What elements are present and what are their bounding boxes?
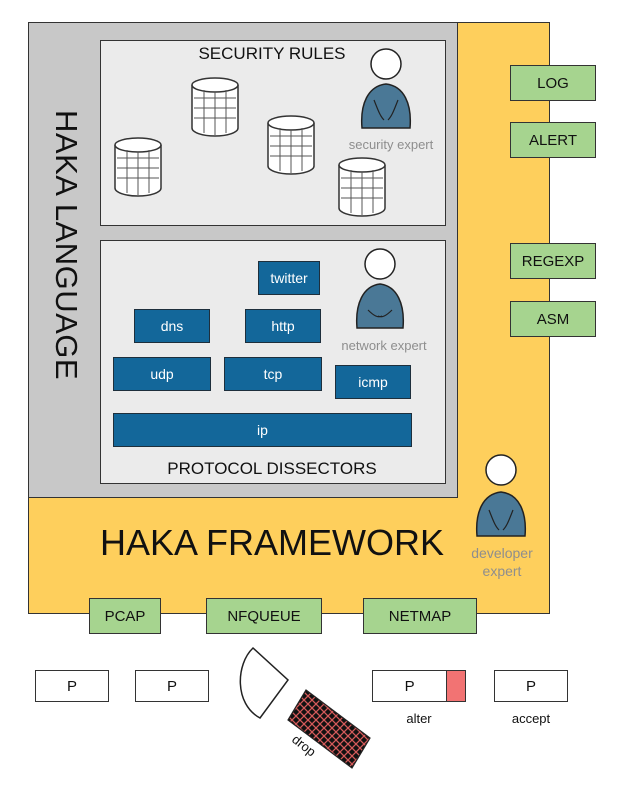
packet-2: P bbox=[135, 670, 209, 702]
packet-altered-label: P bbox=[404, 677, 415, 695]
packet-accepted: P bbox=[494, 670, 568, 702]
dropped-packet-icon bbox=[287, 689, 371, 769]
database-icon bbox=[338, 157, 386, 217]
network-expert-label: network expert bbox=[341, 338, 427, 353]
security-expert-label: security expert bbox=[348, 137, 434, 152]
dissector-dns: dns bbox=[134, 309, 210, 343]
dissector-udp: udp bbox=[113, 357, 211, 391]
network-expert-person-icon bbox=[355, 248, 405, 329]
accept-label: accept bbox=[511, 711, 551, 726]
dissector-twitter: twitter bbox=[258, 261, 320, 295]
haka-language-label: HAKA LANGUAGE bbox=[49, 109, 84, 381]
protocol-dissectors-title: PROTOCOL DISSECTORS bbox=[167, 459, 377, 478]
haka-framework-label: HAKA FRAMEWORK bbox=[99, 522, 445, 563]
database-icon bbox=[267, 115, 315, 175]
database-icon bbox=[114, 137, 162, 197]
security-expert-person-icon bbox=[360, 48, 412, 129]
dissector-icmp: icmp bbox=[335, 365, 411, 399]
module-alert: ALERT bbox=[510, 122, 596, 158]
module-regexp: REGEXP bbox=[510, 243, 596, 279]
dissector-http: http bbox=[245, 309, 321, 343]
module-asm: ASM bbox=[510, 301, 596, 337]
gate-icon bbox=[239, 646, 290, 719]
packet-altered: P bbox=[372, 670, 466, 702]
dissector-tcp: tcp bbox=[224, 357, 322, 391]
alter-label: alter bbox=[406, 711, 432, 726]
module-log: LOG bbox=[510, 65, 596, 101]
security-rules-title: SECURITY RULES bbox=[198, 44, 346, 63]
developer-expert-person-icon bbox=[475, 454, 527, 537]
capture-pcap: PCAP bbox=[89, 598, 161, 634]
alter-marker bbox=[446, 671, 465, 701]
developer-expert-label: developer expert bbox=[471, 545, 533, 579]
capture-nfqueue: NFQUEUE bbox=[206, 598, 322, 634]
capture-netmap: NETMAP bbox=[363, 598, 477, 634]
packet-1: P bbox=[35, 670, 109, 702]
dissector-ip: ip bbox=[113, 413, 412, 447]
database-icon bbox=[191, 77, 239, 137]
